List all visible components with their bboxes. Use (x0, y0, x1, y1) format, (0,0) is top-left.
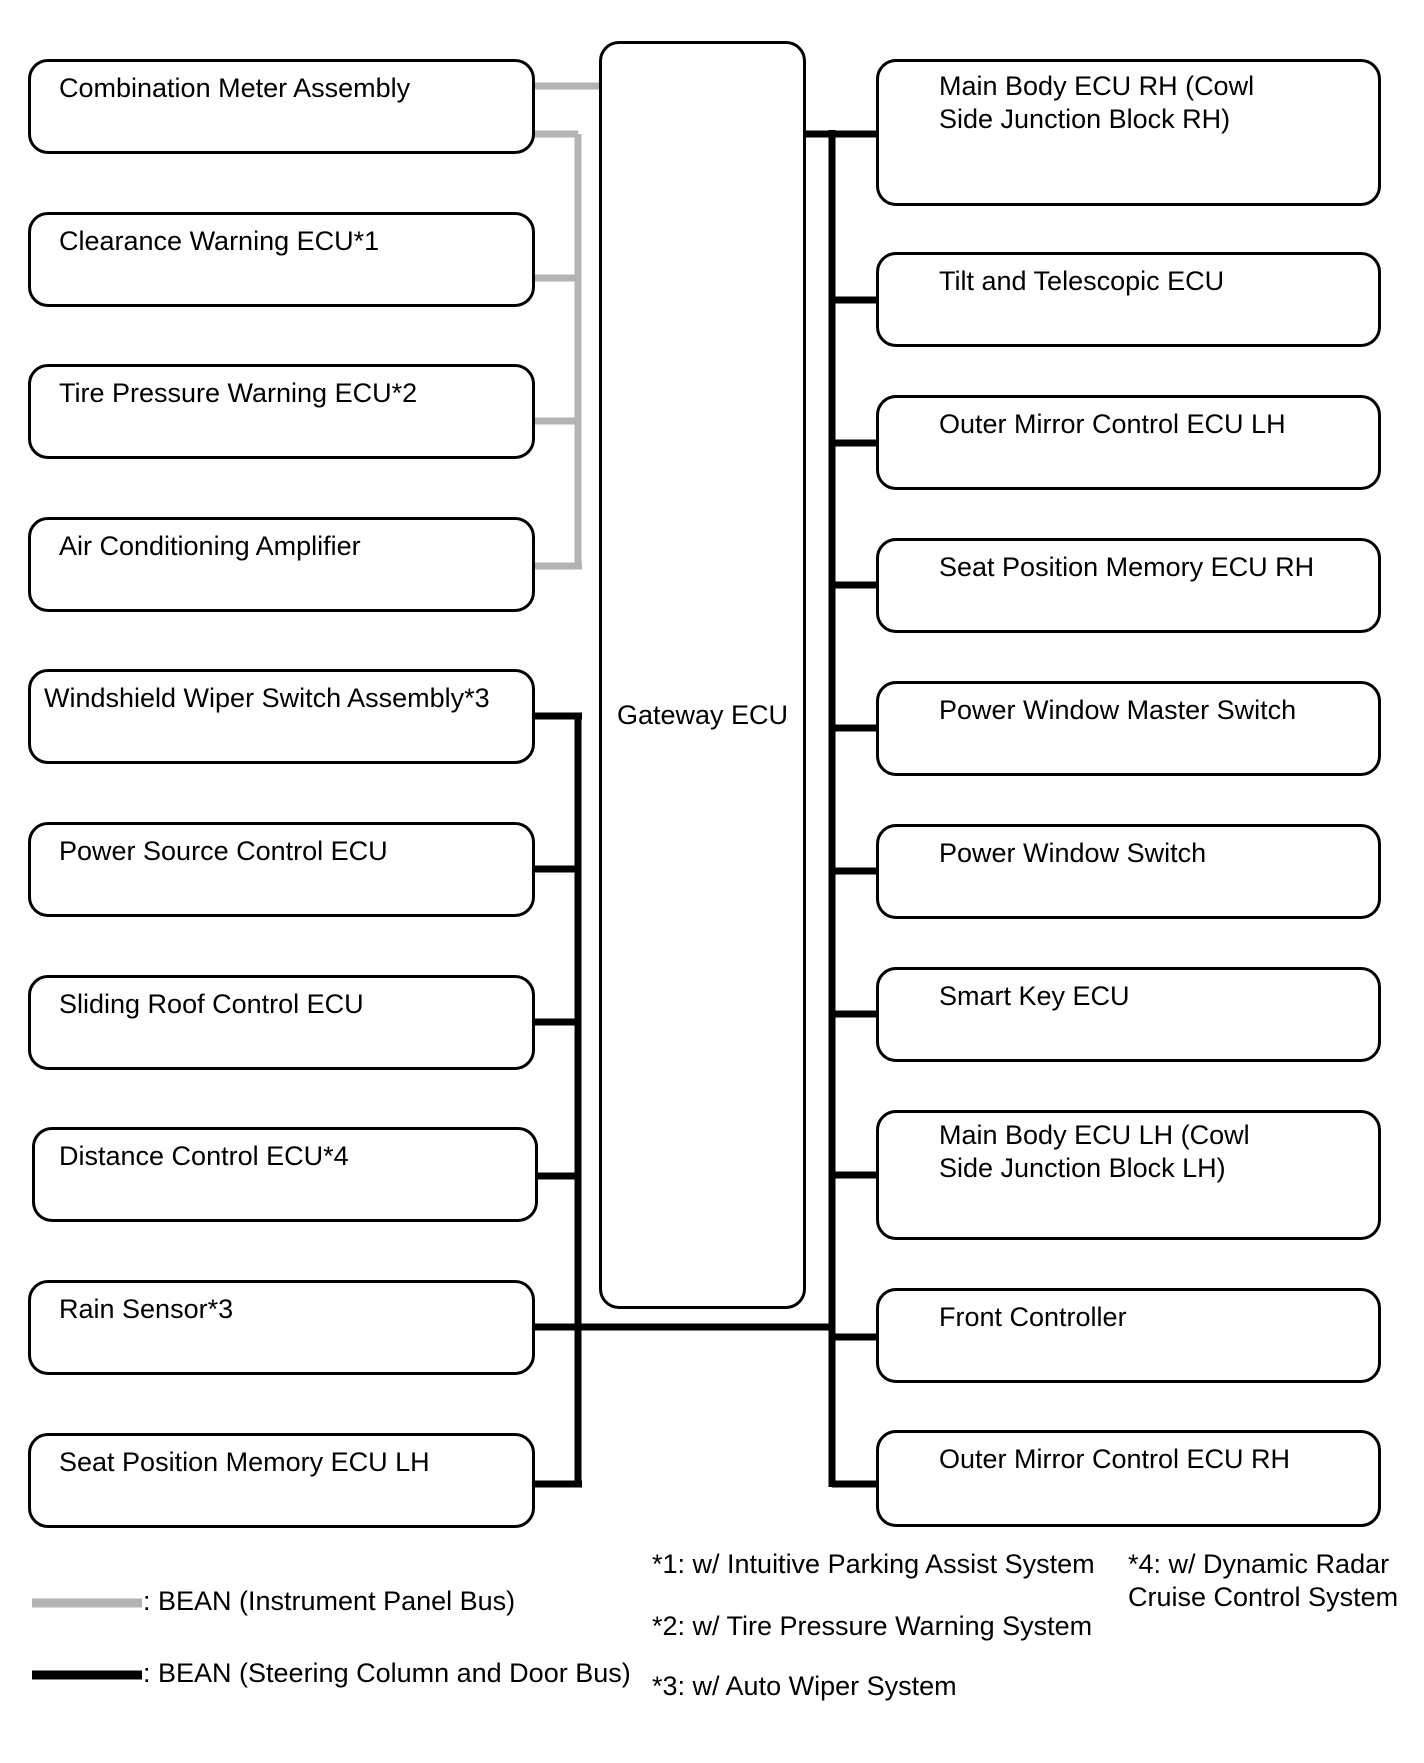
rain-sensor-box: Rain Sensor*3 (28, 1280, 535, 1375)
smart-key-label: Smart Key ECU (939, 981, 1130, 1011)
tire-pressure-label: Tire Pressure Warning ECU*2 (59, 378, 418, 408)
smart-key-box: Smart Key ECU (876, 967, 1381, 1062)
outer-mirror-rh-label: Outer Mirror Control ECU RH (939, 1444, 1291, 1474)
legend-instrument-panel-label: : BEAN (Instrument Panel Bus) (143, 1586, 516, 1616)
steering-door-bus (535, 130, 878, 1488)
gateway-ecu-label: Gateway ECU (616, 700, 789, 730)
sliding-roof-box: Sliding Roof Control ECU (28, 975, 535, 1070)
gateway-ecu-box: Gateway ECU (599, 41, 806, 1309)
seat-memory-rh-label: Seat Position Memory ECU RH (939, 552, 1315, 582)
front-controller-label: Front Controller (939, 1302, 1127, 1332)
power-source-box: Power Source Control ECU (28, 822, 535, 917)
power-source-label: Power Source Control ECU (59, 836, 388, 866)
windshield-wiper-box: Windshield Wiper Switch Assembly*3 (28, 669, 535, 764)
air-conditioning-label: Air Conditioning Amplifier (59, 531, 361, 561)
seat-memory-rh-box: Seat Position Memory ECU RH (876, 538, 1381, 633)
footnote-4: *4: w/ Dynamic Radar Cruise Control Syst… (1128, 1549, 1399, 1612)
seat-memory-lh-label: Seat Position Memory ECU LH (59, 1447, 430, 1477)
main-body-lh-box: Main Body ECU LH (Cowl Side Junction Blo… (876, 1110, 1381, 1240)
outer-mirror-lh-label: Outer Mirror Control ECU LH (939, 409, 1286, 439)
distance-control-label: Distance Control ECU*4 (59, 1141, 349, 1171)
footnote-2: *2: w/ Tire Pressure Warning System (652, 1611, 1093, 1641)
tire-pressure-box: Tire Pressure Warning ECU*2 (28, 364, 535, 459)
instrument-panel-bus (535, 82, 600, 570)
distance-control-box: Distance Control ECU*4 (32, 1127, 538, 1222)
power-window-master-box: Power Window Master Switch (876, 681, 1381, 776)
tilt-telescopic-label: Tilt and Telescopic ECU (939, 266, 1225, 296)
combination-meter-box: Combination Meter Assembly (28, 59, 535, 154)
footnote-3: *3: w/ Auto Wiper System (652, 1671, 957, 1701)
sliding-roof-label: Sliding Roof Control ECU (59, 989, 364, 1019)
outer-mirror-lh-box: Outer Mirror Control ECU LH (876, 395, 1381, 490)
main-body-lh-label: Main Body ECU LH (Cowl Side Junction Blo… (939, 1120, 1250, 1183)
power-window-switch-label: Power Window Switch (939, 838, 1207, 868)
main-body-rh-box: Main Body ECU RH (Cowl Side Junction Blo… (876, 59, 1381, 206)
outer-mirror-rh-box: Outer Mirror Control ECU RH (876, 1430, 1381, 1527)
clearance-warning-label: Clearance Warning ECU*1 (59, 226, 380, 256)
tilt-telescopic-box: Tilt and Telescopic ECU (876, 252, 1381, 347)
seat-memory-lh-box: Seat Position Memory ECU LH (28, 1433, 535, 1528)
power-window-switch-box: Power Window Switch (876, 824, 1381, 919)
clearance-warning-box: Clearance Warning ECU*1 (28, 212, 535, 307)
rain-sensor-label: Rain Sensor*3 (59, 1294, 234, 1324)
power-window-master-label: Power Window Master Switch (939, 695, 1297, 725)
combination-meter-label: Combination Meter Assembly (59, 73, 411, 103)
windshield-wiper-label: Windshield Wiper Switch Assembly*3 (44, 683, 490, 713)
footnote-1: *1: w/ Intuitive Parking Assist System (652, 1549, 1095, 1579)
main-body-rh-label: Main Body ECU RH (Cowl Side Junction Blo… (939, 71, 1255, 134)
front-controller-box: Front Controller (876, 1288, 1381, 1383)
legend-steering-door-label: : BEAN (Steering Column and Door Bus) (143, 1658, 631, 1688)
air-conditioning-box: Air Conditioning Amplifier (28, 517, 535, 612)
